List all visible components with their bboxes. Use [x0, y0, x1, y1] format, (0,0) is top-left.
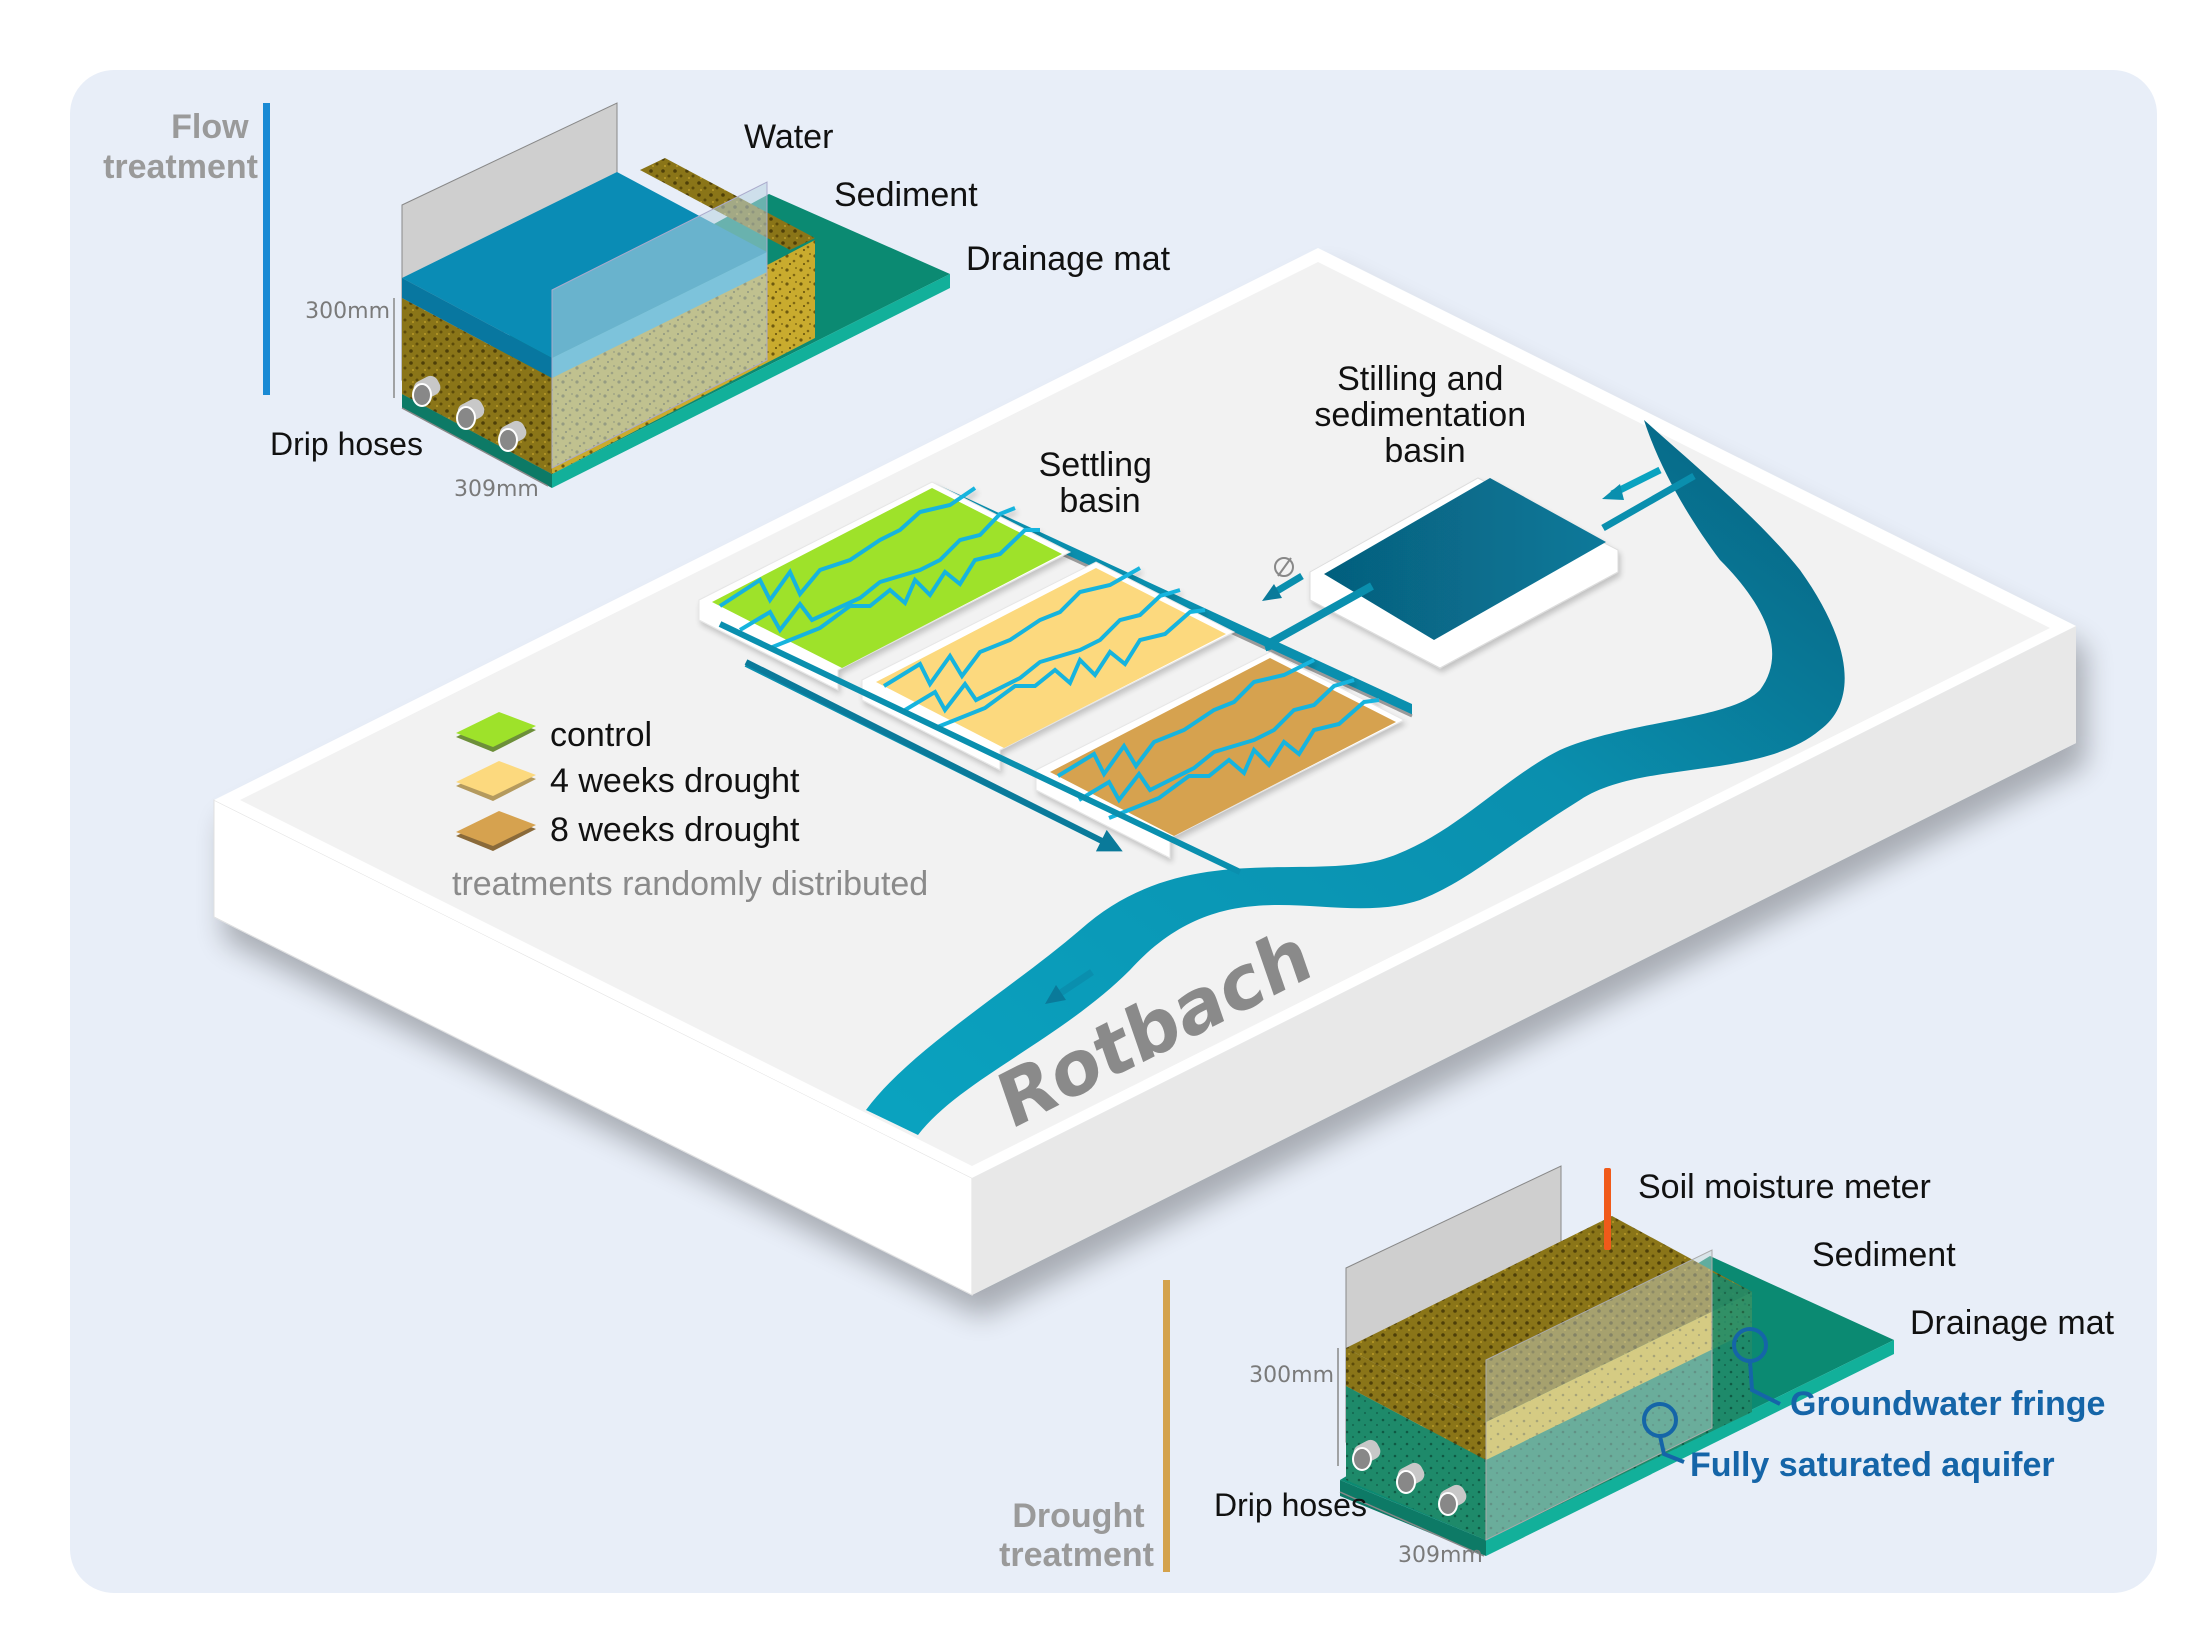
drip-hose-icon: [1352, 1439, 1381, 1471]
drip-hose-icon: [456, 398, 485, 430]
drought-treatment-title: Drought treatment: [999, 1497, 1154, 1574]
drought-label-soil-moisture-meter: Soil moisture meter: [1638, 1168, 1931, 1206]
drip-hose-icon: [1396, 1462, 1425, 1494]
drain-arrow: [744, 659, 1123, 852]
flow-treatment-section: Flow treatment 300mm 309mm: [103, 102, 1171, 502]
legend: control 4 weeks drought 8 weeks drought …: [452, 712, 928, 903]
flow-treatment-title: Flow treatment: [103, 108, 258, 186]
drought-width-dimension: 309mm: [1398, 1543, 1483, 1568]
svg-text:Fully saturated aquifer: Fully saturated aquifer: [1690, 1446, 2055, 1484]
stilling-basin-label: Stilling and sedimentation basin: [1314, 360, 1535, 470]
legend-note: treatments randomly distributed: [452, 865, 928, 903]
drip-hose-icon: [498, 420, 527, 452]
flow-label-drainage-mat: Drainage mat: [966, 240, 1171, 278]
platform-top-inner: [240, 262, 2050, 1166]
stilling-basin-water: [1324, 478, 1606, 640]
river-rotbach: [866, 420, 1845, 1135]
drought-treatment-accent-bar: [1163, 1280, 1170, 1572]
drip-hose-icon: [412, 375, 441, 407]
drought-front-panel: [1485, 1249, 1713, 1541]
flow-width-dimension: 309mm: [454, 477, 539, 502]
plot-control: [698, 481, 1072, 691]
flow-label-drip-hoses: Drip hoses: [270, 426, 423, 462]
plot-8-weeks-drought: [1035, 651, 1406, 859]
outlet-pipe: [1266, 582, 1374, 648]
outflow-pipe: [718, 621, 1242, 875]
drought-sediment-left-face: [1346, 1348, 1486, 1460]
drought-treatment-section: Drought treatment: [999, 1165, 2115, 1574]
platform-right-face: [972, 626, 2076, 1295]
flow-water-top: [402, 172, 767, 358]
plot-8-weeks-drought-surface: [1050, 658, 1396, 836]
flow-treatment-accent-bar: [263, 103, 270, 395]
soil-moisture-meter: [1604, 1168, 1611, 1250]
flow-height-dimension: 300mm: [305, 299, 390, 324]
valve-icon: [1274, 557, 1294, 577]
site-platform: [213, 248, 2076, 1296]
drought-fringe-front-face: [1486, 1292, 1752, 1460]
drought-aquifer-front-face: [1486, 1330, 1752, 1540]
river-flow-arrow-lower: [1045, 969, 1094, 1004]
outlet-flow-arrow: [1262, 572, 1304, 601]
groundwater-fringe-callout: Groundwater fringe: [1732, 1327, 2105, 1423]
fully-saturated-aquifer-callout: Fully saturated aquifer: [1642, 1402, 2055, 1484]
inlet-pipe: [1601, 472, 1696, 532]
distribution-channel: [932, 482, 1412, 716]
drip-hose-icon: [1438, 1484, 1467, 1516]
drought-sediment-top: [1346, 1216, 1752, 1422]
legend-item-8-weeks-drought: 8 weeks drought: [456, 811, 800, 851]
flow-drip-hoses: [412, 375, 527, 452]
legend-item-4-weeks-drought: 4 weeks drought: [456, 761, 800, 801]
settling-basin-label: Settling basin: [1039, 446, 1162, 520]
drought-drip-hoses: [1352, 1439, 1467, 1516]
svg-text:control: control: [550, 716, 652, 754]
drought-label-drip-hoses: Drip hoses: [1214, 1487, 1367, 1523]
flow-label-sediment: Sediment: [834, 176, 978, 214]
svg-text:8 weeks drought: 8 weeks drought: [550, 811, 800, 849]
legend-item-control: control: [456, 712, 652, 754]
river-flow-arrow-upper: [1602, 466, 1662, 500]
flow-label-water: Water: [744, 118, 833, 156]
drought-label-sediment: Sediment: [1812, 1236, 1956, 1274]
svg-text:Groundwater fringe: Groundwater fringe: [1790, 1385, 2105, 1423]
svg-text:4 weeks drought: 4 weeks drought: [550, 762, 800, 800]
plot-4-weeks-drought: [861, 561, 1236, 771]
stilling-basin: [1309, 477, 1619, 669]
flow-water-left-face: [402, 278, 552, 378]
drought-label-drainage-mat: Drainage mat: [1910, 1304, 2115, 1342]
drought-height-dimension: 300mm: [1249, 1363, 1334, 1388]
flow-front-panel: [551, 181, 768, 469]
